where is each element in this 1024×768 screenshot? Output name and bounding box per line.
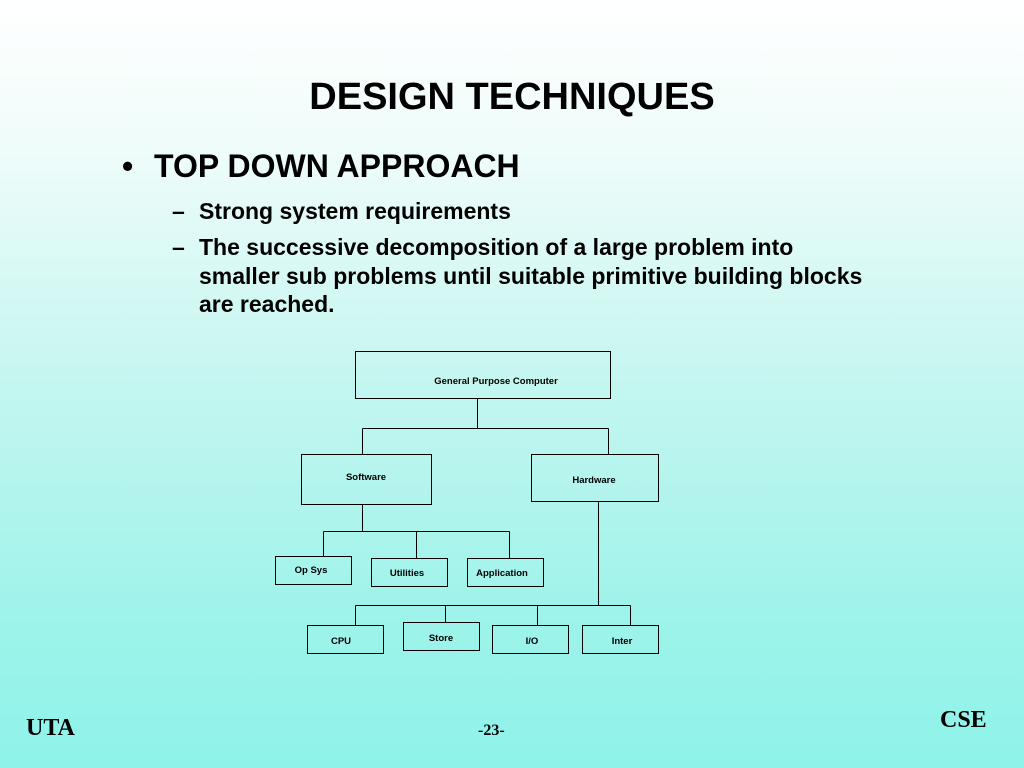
box-software — [301, 454, 432, 505]
label-application: Application — [476, 568, 528, 579]
box-inter — [582, 625, 659, 654]
label-root: General Purpose Computer — [434, 376, 558, 387]
label-software: Software — [346, 472, 386, 483]
label-utilities: Utilities — [390, 568, 424, 579]
main-bullet-text: TOP DOWN APPROACH — [154, 148, 520, 184]
dash-marker: – — [172, 198, 185, 224]
bullet-marker: • — [122, 148, 134, 184]
box-store — [403, 622, 480, 651]
label-inter: Inter — [612, 636, 633, 647]
page-number: -23- — [478, 722, 505, 739]
box-op-sys — [275, 556, 352, 585]
sub-bullet-text: Strong system requirements — [199, 198, 511, 224]
box-root — [355, 351, 611, 399]
box-application — [467, 558, 544, 587]
slide-title: DESIGN TECHNIQUES — [309, 76, 715, 118]
box-io — [492, 625, 569, 654]
label-store: Store — [429, 633, 453, 644]
sub-bullet-text: The successive decomposition of a large … — [199, 234, 863, 317]
footer-right: CSE — [940, 707, 987, 733]
label-cpu: CPU — [331, 636, 351, 647]
box-hardware — [531, 454, 659, 502]
box-utilities — [371, 558, 448, 587]
main-bullet: • TOP DOWN APPROACH — [122, 148, 520, 185]
footer-left: UTA — [26, 715, 75, 741]
box-cpu — [307, 625, 384, 654]
sub-bullet-2: –The successive decomposition of a large… — [172, 233, 879, 319]
connector-lines — [323, 398, 631, 625]
sub-bullet-1: –Strong system requirements — [172, 197, 879, 226]
label-hardware: Hardware — [572, 475, 615, 486]
dash-marker: – — [172, 234, 185, 260]
label-op-sys: Op Sys — [295, 565, 328, 576]
label-io: I/O — [526, 636, 539, 647]
